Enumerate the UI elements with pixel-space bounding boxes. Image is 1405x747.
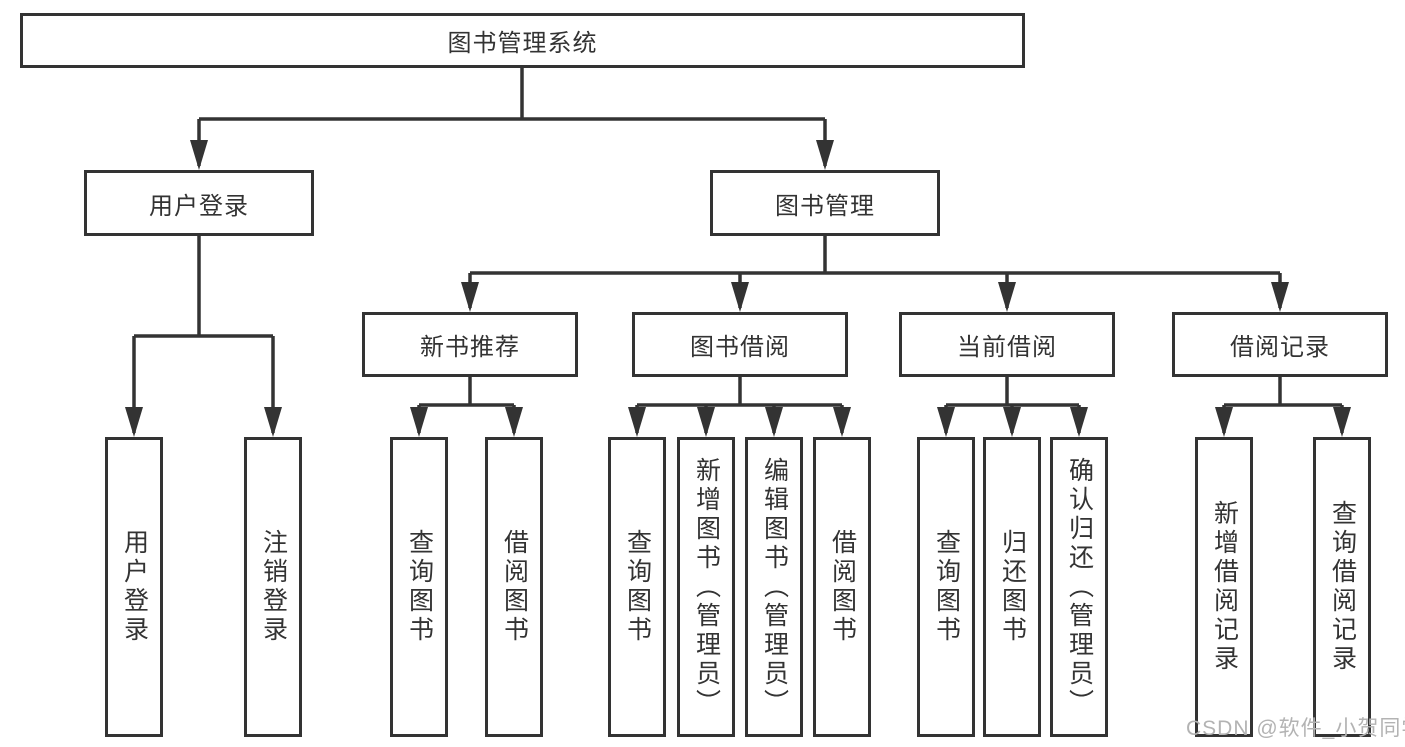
leaf-add-book-admin-label: 新增图书（管理员） bbox=[692, 456, 721, 718]
leaf-borrow-books-recommend-label: 借阅图书 bbox=[500, 529, 529, 645]
leaf-query-books-current-label: 查询图书 bbox=[932, 529, 961, 645]
leaf-return-books: 归还图书 bbox=[983, 437, 1041, 737]
csdn-watermark: CSDN @软件_小贺同学 bbox=[1186, 717, 1405, 740]
leaf-return-books-label: 归还图书 bbox=[998, 529, 1027, 645]
node-current-borrow: 当前借阅 bbox=[899, 312, 1115, 377]
node-book-borrow: 图书借阅 bbox=[632, 312, 848, 377]
node-borrow-records-label: 借阅记录 bbox=[1230, 334, 1330, 361]
leaf-borrow-books-recommend: 借阅图书 bbox=[485, 437, 543, 737]
node-book-management: 图书管理 bbox=[710, 170, 940, 236]
leaf-query-books-recommend-label: 查询图书 bbox=[405, 529, 434, 645]
leaf-query-books-borrow: 查询图书 bbox=[608, 437, 666, 737]
node-current-borrow-label: 当前借阅 bbox=[957, 334, 1057, 361]
node-root: 图书管理系统 bbox=[20, 13, 1025, 68]
leaf-query-books-recommend: 查询图书 bbox=[390, 437, 448, 737]
leaf-edit-book-admin-label: 编辑图书（管理员） bbox=[760, 456, 789, 718]
arrowhead-icons bbox=[125, 140, 1351, 437]
node-user-login: 用户登录 bbox=[84, 170, 314, 236]
leaf-query-borrow-record-label: 查询借阅记录 bbox=[1328, 500, 1357, 674]
node-new-book-recommend-label: 新书推荐 bbox=[420, 334, 520, 361]
node-book-borrow-label: 图书借阅 bbox=[690, 334, 790, 361]
node-user-login-label: 用户登录 bbox=[149, 192, 249, 220]
leaf-borrow-books-borrow: 借阅图书 bbox=[813, 437, 871, 737]
leaf-add-book-admin: 新增图书（管理员） bbox=[677, 437, 735, 737]
leaf-logout-label: 注销登录 bbox=[259, 529, 288, 645]
node-book-management-label: 图书管理 bbox=[775, 192, 875, 220]
leaf-logout: 注销登录 bbox=[244, 437, 302, 737]
leaf-user-login: 用户登录 bbox=[105, 437, 163, 737]
leaf-query-books-current: 查询图书 bbox=[917, 437, 975, 737]
leaf-add-borrow-record: 新增借阅记录 bbox=[1195, 437, 1253, 737]
leaf-query-books-borrow-label: 查询图书 bbox=[623, 529, 652, 645]
leaf-borrow-books-borrow-label: 借阅图书 bbox=[828, 529, 857, 645]
node-root-label: 图书管理系统 bbox=[447, 30, 598, 57]
connector-paths bbox=[132, 68, 1344, 433]
leaf-confirm-return-admin-label: 确认归还（管理员） bbox=[1065, 456, 1094, 718]
leaf-user-login-label: 用户登录 bbox=[120, 529, 149, 645]
node-new-book-recommend: 新书推荐 bbox=[362, 312, 578, 377]
leaf-query-borrow-record: 查询借阅记录 bbox=[1313, 437, 1371, 737]
leaf-add-borrow-record-label: 新增借阅记录 bbox=[1210, 500, 1239, 674]
leaf-confirm-return-admin: 确认归还（管理员） bbox=[1050, 437, 1108, 737]
node-borrow-records: 借阅记录 bbox=[1172, 312, 1388, 377]
leaf-edit-book-admin: 编辑图书（管理员） bbox=[745, 437, 803, 737]
